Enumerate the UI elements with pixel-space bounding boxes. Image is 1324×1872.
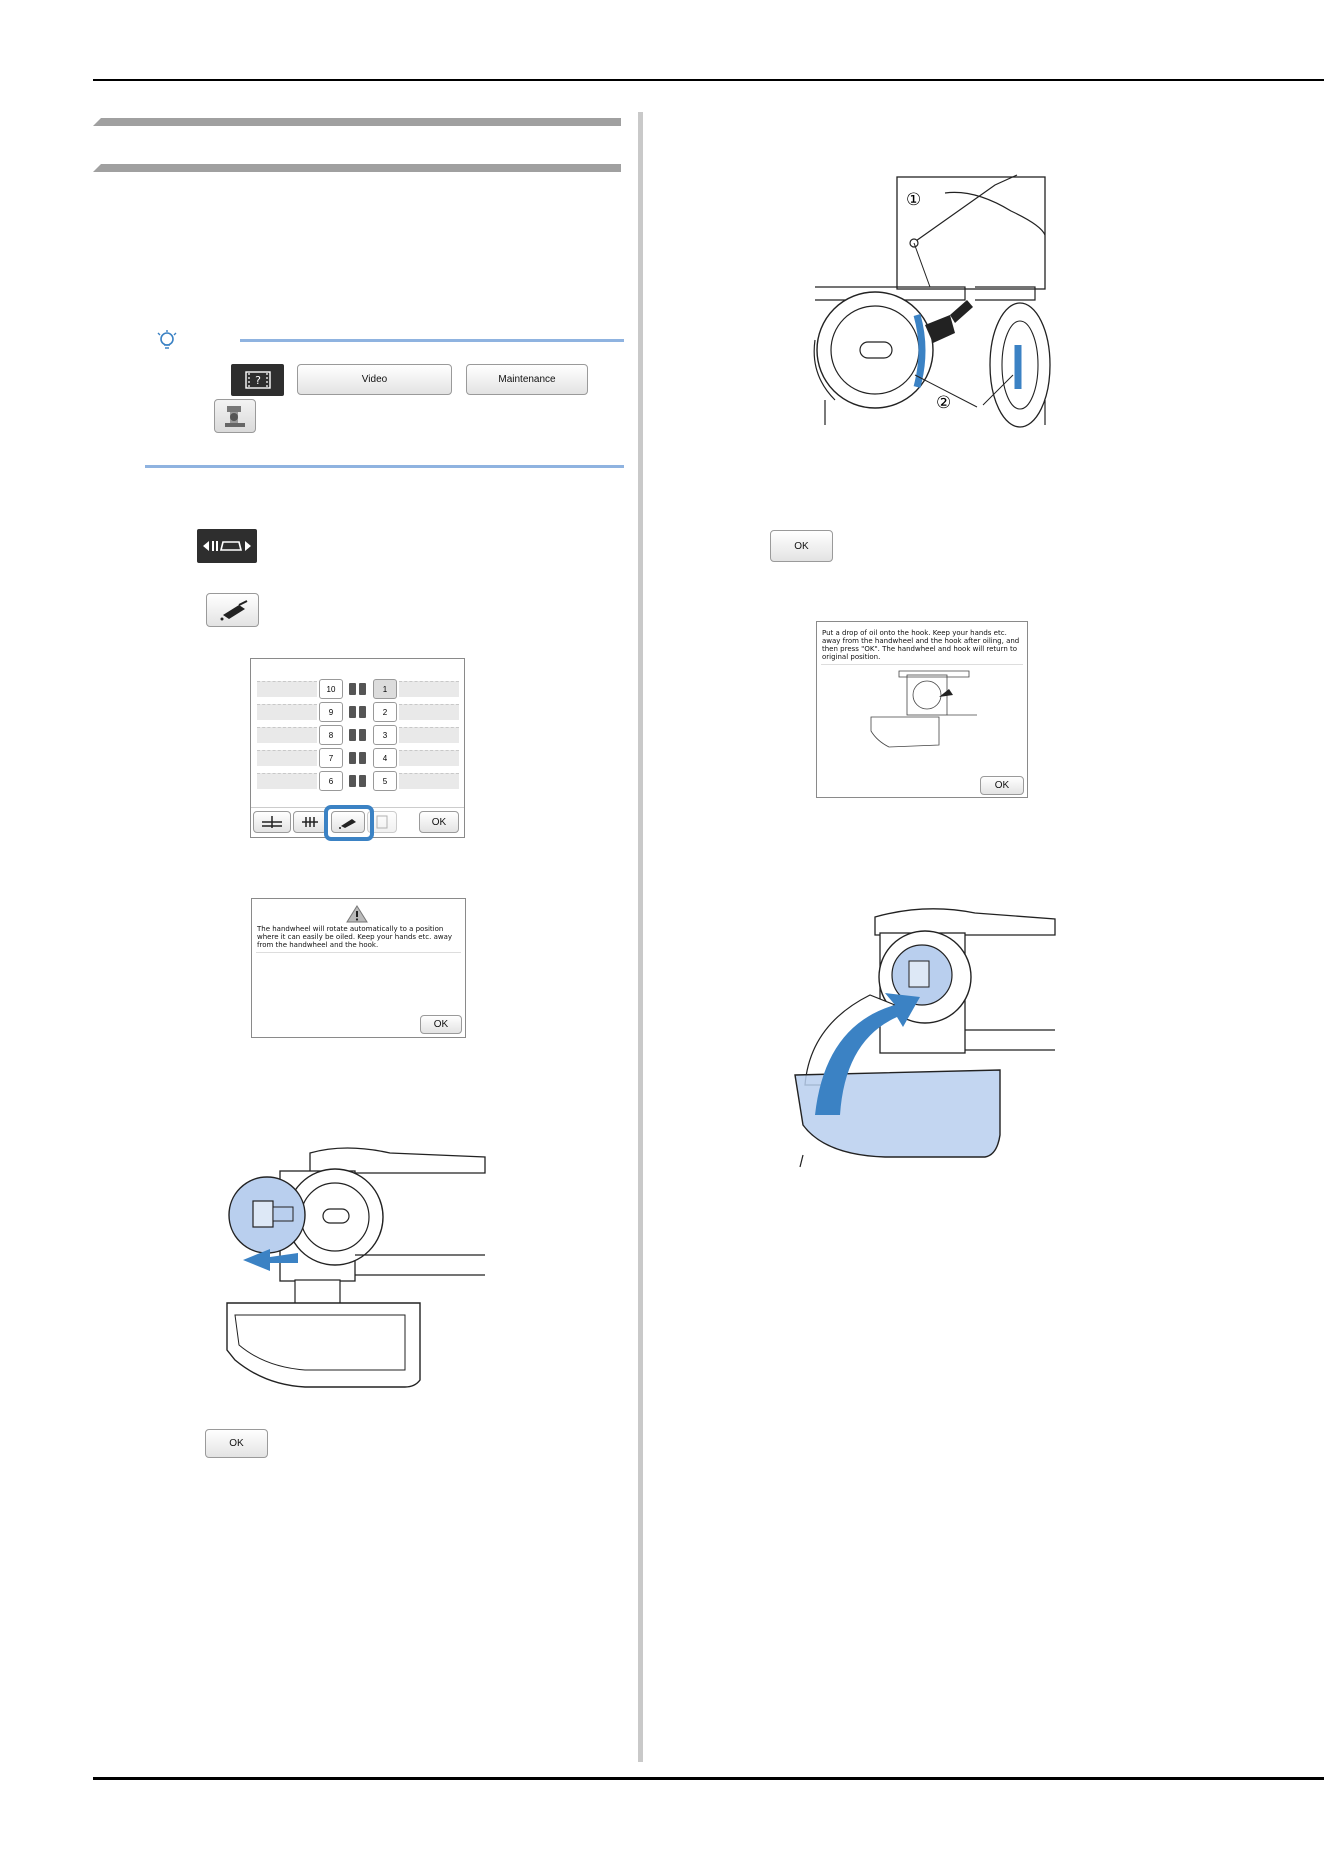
oiling-button[interactable] xyxy=(206,593,259,627)
thread-tension-icon xyxy=(262,816,282,828)
spool-info-button[interactable] xyxy=(367,811,397,833)
oiling-highlight xyxy=(324,805,374,841)
oiling-icon xyxy=(339,819,356,829)
note-icon xyxy=(157,330,177,349)
maintenance-button[interactable]: Maintenance xyxy=(466,364,588,395)
oil-instruction-text: Put a drop of oil onto the hook. Keep yo… xyxy=(822,629,1020,661)
machine-thumbnail-button[interactable] xyxy=(214,399,256,433)
needle-bar-move-icon xyxy=(203,541,251,551)
svg-text:?: ? xyxy=(255,374,261,387)
right-ok-button[interactable]: OK xyxy=(770,530,833,562)
needle-8-button[interactable]: 8 xyxy=(319,725,343,745)
needle-4-button[interactable]: 4 xyxy=(373,748,397,768)
thread-tension-button[interactable] xyxy=(253,811,291,833)
hook-removal-illustration xyxy=(226,1147,486,1388)
needle-7-button[interactable]: 7 xyxy=(319,748,343,768)
warning-ok-button[interactable]: OK xyxy=(420,1015,462,1034)
oiling-screen-button[interactable] xyxy=(331,811,365,833)
document-icon xyxy=(376,815,388,829)
needle-2-button[interactable]: 2 xyxy=(373,702,397,722)
oiling-point-illustration xyxy=(813,174,1051,428)
oiling-icon xyxy=(220,600,247,621)
column-divider xyxy=(638,112,643,1762)
film-question-icon: ? xyxy=(244,371,271,389)
bottom-rule xyxy=(93,1777,1324,1780)
needle-10-button[interactable]: 10 xyxy=(319,679,343,699)
oil-dialog-ok-button[interactable]: OK xyxy=(980,776,1024,795)
warning-text: The handwheel will rotate automatically … xyxy=(257,925,453,949)
needle-1-button[interactable]: 1 xyxy=(373,679,397,699)
left-ok-button[interactable]: OK xyxy=(205,1429,268,1458)
machine-thumbnail-icon xyxy=(225,406,245,427)
needle-threading-button[interactable] xyxy=(293,811,327,833)
section-heading-bar xyxy=(93,118,621,126)
oil-instruction-dialog: Put a drop of oil onto the hook. Keep yo… xyxy=(816,621,1028,798)
warning-dialog: The handwheel will rotate automatically … xyxy=(251,898,466,1038)
note-bottom-rule xyxy=(145,465,624,468)
needle-9-button[interactable]: 9 xyxy=(319,702,343,722)
help-button[interactable]: ? xyxy=(231,364,284,396)
callout-2: ② xyxy=(936,393,952,413)
hook-reattach-illustration xyxy=(794,908,1056,1168)
subsection-heading-bar xyxy=(93,164,621,172)
callout-1: ① xyxy=(906,190,922,210)
needle-5-button[interactable]: 5 xyxy=(373,771,397,791)
needle-bar-move-button[interactable] xyxy=(197,529,257,563)
needle-screen-ok-button[interactable]: OK xyxy=(419,811,459,833)
needle-threading-icon xyxy=(302,817,318,827)
note-top-rule xyxy=(240,339,624,342)
video-button[interactable]: Video xyxy=(297,364,452,395)
oil-dialog-illustration xyxy=(870,670,977,748)
needle-selection-screen: 10 9 8 7 6 1 2 3 4 5 OK xyxy=(250,658,465,838)
needle-6-button[interactable]: 6 xyxy=(319,771,343,791)
needle-3-button[interactable]: 3 xyxy=(373,725,397,745)
warning-icon xyxy=(346,905,368,923)
top-rule xyxy=(93,79,1324,81)
